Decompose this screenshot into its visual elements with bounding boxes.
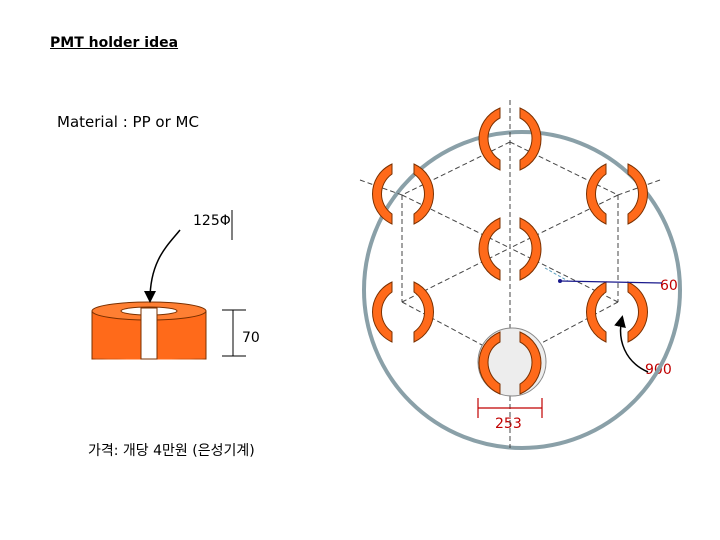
price-note: 가격: 개당 4만원 (은성기계) (88, 443, 255, 459)
holder-ul-right (413, 163, 434, 225)
height-label: 70 (242, 330, 260, 346)
holder-bottom-left (478, 331, 501, 395)
holder-lr-right (627, 281, 648, 343)
dimension-60-label: 60 (660, 278, 678, 294)
holder-top-right (519, 107, 542, 171)
dimension-253-label: 253 (495, 416, 522, 432)
holder-pairs (372, 107, 648, 395)
holder-center-left (478, 217, 501, 281)
height-dimension (222, 309, 246, 357)
cylinder-slot (140, 307, 158, 360)
holder-top-left (478, 107, 501, 171)
material-label: Material : PP or MC (57, 113, 199, 131)
dim-60-line (559, 280, 663, 284)
hex-lines (359, 141, 661, 361)
dim-60-leader (544, 267, 569, 282)
holder-ur-left (586, 163, 607, 225)
dim-253 (477, 398, 543, 418)
holder-ll-right (413, 281, 434, 343)
holder-ul-left (372, 163, 393, 225)
holder-cylinder (91, 301, 207, 360)
outer-circle (362, 130, 682, 450)
holder-ur-right (627, 163, 648, 225)
holder-bottom-right (519, 331, 542, 395)
page-title: PMT holder idea (50, 35, 179, 51)
dim-900-arrow (614, 315, 649, 373)
holder-center-right (519, 217, 542, 281)
diameter-arrow (144, 229, 181, 303)
holder-ll-left (372, 281, 393, 343)
holder-lr-left (586, 281, 607, 343)
diameter-label: 125Φ (193, 213, 231, 229)
